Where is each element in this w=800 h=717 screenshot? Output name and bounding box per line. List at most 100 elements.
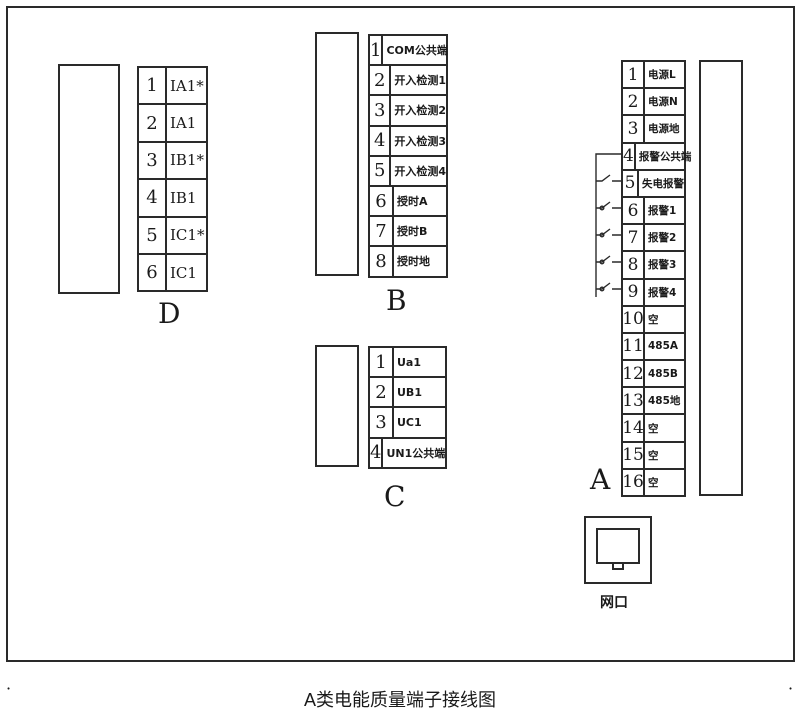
terminal-number: 16 bbox=[622, 469, 645, 495]
terminal-label: IC1* bbox=[170, 226, 205, 245]
module-c-body bbox=[315, 345, 359, 467]
terminal-number: 8 bbox=[623, 252, 645, 278]
terminal-number: 2 bbox=[370, 378, 394, 407]
terminal-number: 13 bbox=[622, 388, 645, 414]
terminal-label: 485地 bbox=[648, 395, 681, 408]
terminal-label: 电源L bbox=[648, 69, 676, 82]
terminal-label: IC1 bbox=[170, 263, 197, 282]
terminal-number: 3 bbox=[370, 408, 394, 437]
terminal-label: 授时A bbox=[397, 195, 428, 209]
terminal-number: 6 bbox=[623, 197, 645, 224]
diagram-caption: A类电能质量端子接线图 bbox=[303, 690, 496, 710]
network-port-latch bbox=[612, 562, 624, 570]
panel-frame bbox=[6, 6, 795, 662]
terminal-label: 电源N bbox=[648, 96, 678, 109]
terminal-number: 2 bbox=[623, 89, 645, 115]
terminal-label: 授时B bbox=[397, 225, 428, 239]
terminal-label: UC1 bbox=[397, 415, 422, 429]
terminal-number: 12 bbox=[622, 361, 645, 387]
terminal-label: 报警2 bbox=[648, 232, 677, 245]
terminal-number: 7 bbox=[370, 217, 394, 246]
terminal-label: 空 bbox=[648, 476, 659, 489]
terminal-label: 485A bbox=[648, 340, 679, 353]
network-port-socket bbox=[596, 528, 640, 564]
edge-mark-right: · bbox=[788, 679, 794, 698]
terminal-number: 5 bbox=[623, 170, 639, 196]
terminal-label: 授时地 bbox=[397, 255, 430, 269]
terminal-number: 4 bbox=[370, 126, 392, 155]
terminal-number: 9 bbox=[623, 279, 645, 305]
terminal-number: 7 bbox=[623, 225, 645, 251]
terminal-number: 2 bbox=[139, 105, 167, 141]
edge-mark-left: · bbox=[6, 679, 12, 698]
terminal-label: 报警公共端 bbox=[638, 150, 692, 163]
alarm-contact-7 bbox=[596, 228, 621, 236]
alarm-contact-6 bbox=[596, 201, 621, 209]
terminal-label: IA1 bbox=[170, 114, 197, 133]
terminal-label: IB1 bbox=[170, 188, 197, 207]
terminal-label: COM公共端 bbox=[386, 44, 448, 58]
alarm-common-bus bbox=[595, 153, 621, 297]
terminal-label: 485B bbox=[648, 367, 678, 380]
alarm-contact-9 bbox=[596, 282, 621, 290]
terminal-label: 报警1 bbox=[648, 205, 677, 218]
terminal-number: 15 bbox=[622, 442, 645, 468]
terminal-letter-a: A bbox=[590, 463, 611, 496]
terminal-number: 14 bbox=[622, 415, 645, 441]
terminal-label: 开入检测2 bbox=[394, 104, 446, 118]
terminal-number: 1 bbox=[139, 68, 167, 104]
terminal-number: 6 bbox=[370, 186, 394, 216]
terminal-label: 电源地 bbox=[648, 123, 680, 136]
module-b-body bbox=[315, 32, 359, 276]
terminal-number: 1 bbox=[370, 348, 394, 377]
terminal-number: 4 bbox=[370, 438, 384, 467]
terminal-letter-c: C bbox=[384, 480, 406, 513]
terminal-label: 空 bbox=[648, 449, 659, 462]
terminal-label: Ua1 bbox=[397, 355, 422, 369]
module-a-body bbox=[699, 60, 743, 496]
terminal-label: 开入检测4 bbox=[394, 164, 446, 178]
terminal-label: UB1 bbox=[397, 385, 422, 399]
alarm-contact-5 bbox=[596, 174, 621, 182]
terminal-number: 4 bbox=[623, 143, 636, 169]
terminal-number: 3 bbox=[623, 116, 645, 142]
terminal-number: 1 bbox=[370, 36, 384, 65]
alarm-contact-wiring bbox=[595, 153, 621, 297]
terminal-label: 报警4 bbox=[648, 286, 677, 299]
network-port[interactable] bbox=[584, 516, 652, 584]
terminal-number: 11 bbox=[622, 333, 645, 360]
terminal-number: 1 bbox=[623, 62, 645, 88]
terminal-label: 开入检测1 bbox=[394, 74, 446, 88]
terminal-letter-b: B bbox=[386, 284, 407, 317]
terminal-label: 开入检测3 bbox=[394, 134, 446, 148]
terminal-number: 3 bbox=[139, 142, 167, 179]
